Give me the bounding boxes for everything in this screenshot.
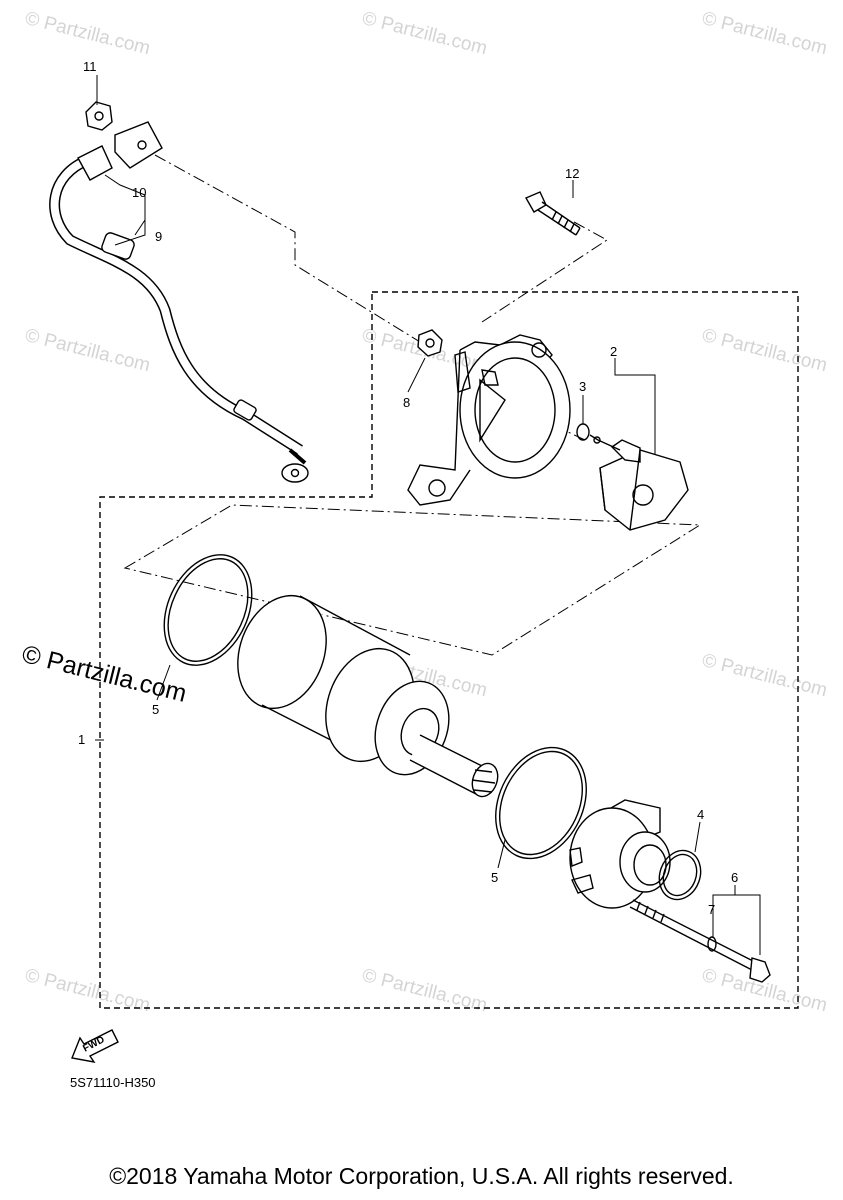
nut-11 xyxy=(85,101,113,131)
fwd-arrow xyxy=(71,1029,119,1063)
callout-7: 7 xyxy=(708,902,716,917)
callout-11: 11 xyxy=(83,59,97,74)
callout-1: 1 xyxy=(78,732,86,747)
callout-4: 4 xyxy=(697,807,705,822)
callout-8: 8 xyxy=(403,395,411,410)
starter-cable xyxy=(49,121,309,483)
nut-8 xyxy=(417,329,443,357)
callout-6: 6 xyxy=(731,870,739,885)
armature-shaft xyxy=(409,734,499,798)
o-ring-4 xyxy=(658,849,702,901)
copyright-notice: ©2018 Yamaha Motor Corporation, U.S.A. A… xyxy=(109,1163,734,1189)
callout-9: 9 xyxy=(155,229,163,244)
callout-10: 10 xyxy=(132,185,147,200)
callout-3: 3 xyxy=(579,379,587,394)
brush-holder xyxy=(589,434,689,531)
callout-5-upper: 5 xyxy=(152,702,160,717)
o-ring-5-upper xyxy=(163,554,253,666)
bolt-12 xyxy=(525,191,581,236)
through-bolt xyxy=(629,899,771,983)
callout-5-lower: 5 xyxy=(491,870,499,885)
alignment-line xyxy=(123,504,702,656)
o-ring-3 xyxy=(576,423,590,441)
alignment-line xyxy=(481,221,608,323)
rear-cover xyxy=(407,334,571,506)
callout-2: 2 xyxy=(610,344,618,359)
assembly-boundary xyxy=(99,291,799,1009)
diagram-code: 5S71110-H350 xyxy=(70,1075,156,1090)
front-cover xyxy=(569,799,671,909)
o-ring-5-lower xyxy=(495,746,587,860)
alignment-line xyxy=(154,154,426,346)
callout-12: 12 xyxy=(565,166,580,181)
